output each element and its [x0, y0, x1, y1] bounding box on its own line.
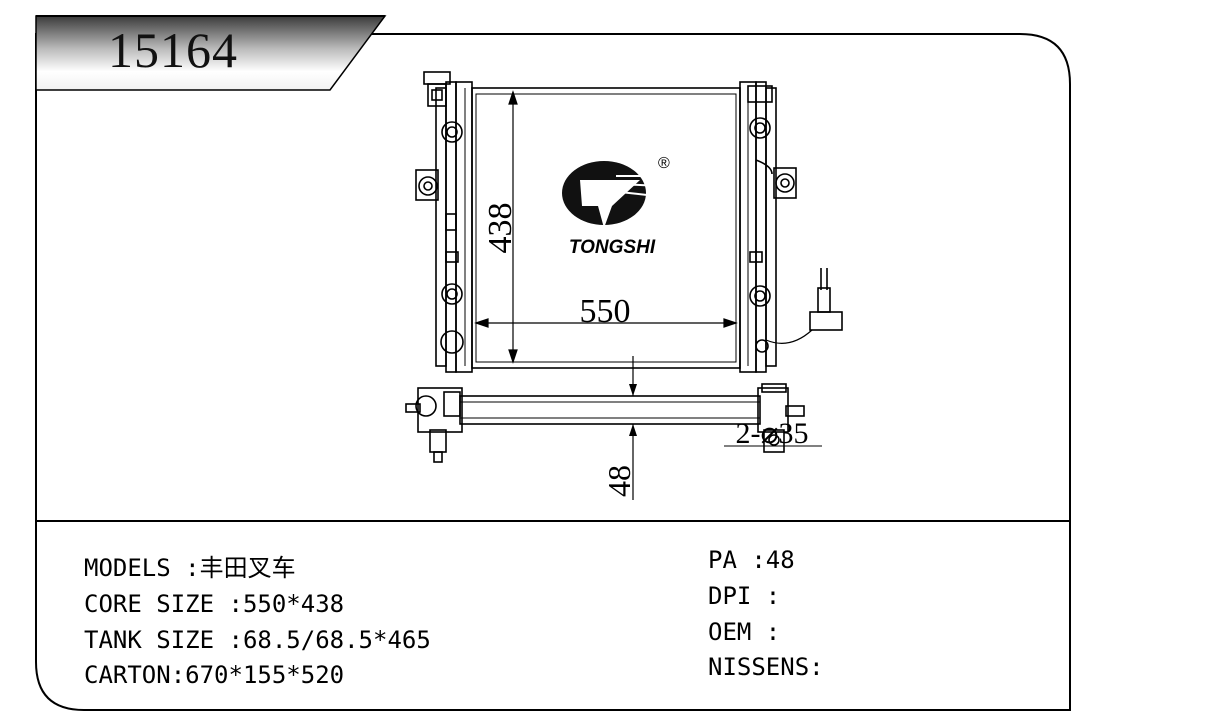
spec-nissens-label: NISSENS: [708, 653, 824, 681]
dimension-height [508, 90, 518, 364]
tongshi-logo [562, 161, 662, 228]
radiator-front-view [415, 71, 843, 373]
spec-oem: OEM : [708, 617, 780, 647]
dimension-pipe-label: 2-⌀35 [735, 417, 808, 450]
spec-models-value: 丰田叉车 [199, 554, 296, 582]
spec-carton-label: CARTON: [84, 661, 186, 689]
spec-oem-label: OEM : [708, 618, 781, 646]
spec-core-size: CORE SIZE :550*438 [84, 589, 344, 619]
spec-nissens: NISSENS: [708, 652, 824, 682]
dimension-height-label: 438 [482, 203, 519, 254]
spec-pa: PA :48 [708, 545, 795, 575]
spec-models: MODELS :丰田叉车 [84, 553, 296, 583]
dimension-thickness-label: 48 [601, 465, 637, 497]
spec-core-size-label: CORE SIZE : [84, 590, 243, 618]
part-number: 15164 [108, 22, 238, 78]
spec-pa-value: 48 [765, 546, 795, 574]
spec-pa-label: PA : [708, 546, 766, 574]
spec-dpi-label: DPI : [708, 582, 781, 610]
dimension-width [474, 318, 738, 328]
dimension-width-label: 550 [580, 293, 631, 330]
spec-tank-size-label: TANK SIZE : [84, 626, 243, 654]
registered-mark: ® [658, 155, 670, 172]
spec-carton-value: 670*155*520 [185, 661, 345, 689]
sheet-frame [35, 33, 1071, 711]
spec-tank-size: TANK SIZE :68.5/68.5*465 [84, 625, 431, 655]
spec-models-label: MODELS : [84, 554, 200, 582]
spec-tank-size-value: 68.5/68.5*465 [242, 626, 431, 654]
spec-carton: CARTON:670*155*520 [84, 660, 344, 690]
spec-core-size-value: 550*438 [242, 590, 345, 618]
left-tank [415, 71, 473, 373]
right-tank [739, 81, 843, 373]
spec-dpi: DPI : [708, 581, 780, 611]
logo-text: TONGSHI [569, 237, 656, 258]
radiator-bottom-view [405, 356, 822, 500]
